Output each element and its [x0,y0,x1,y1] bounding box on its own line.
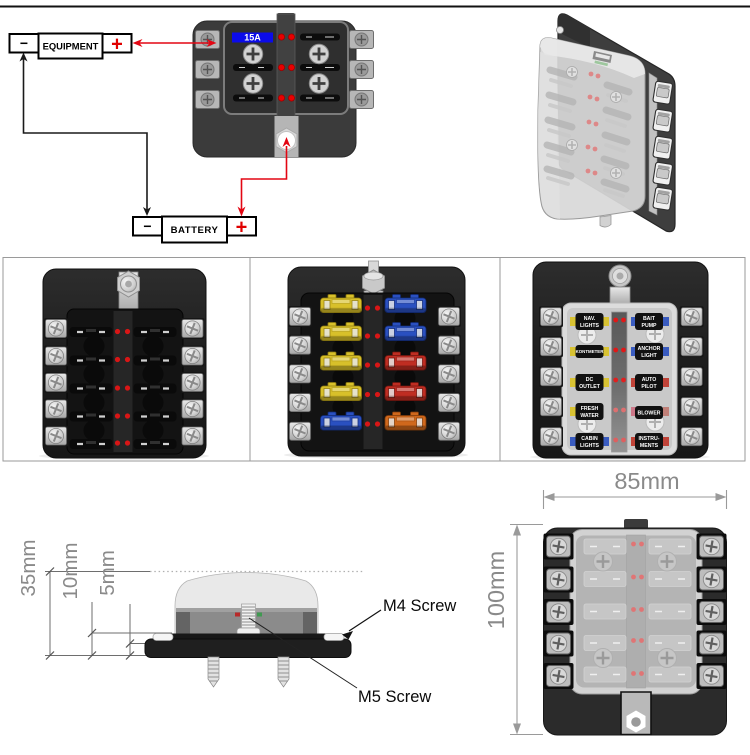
svg-text:AUTO: AUTO [642,377,657,383]
svg-text:LIGHT: LIGHT [641,353,657,359]
svg-text:+: + [236,217,248,239]
svg-text:+: + [111,34,123,56]
svg-text:LIGHTS: LIGHTS [580,323,600,329]
svg-text:10mm: 10mm [59,543,82,600]
svg-text:−: − [20,35,28,51]
svg-text:CABIN: CABIN [581,436,598,442]
svg-text:PILOT: PILOT [641,384,657,390]
svg-text:−: − [143,218,151,234]
svg-text:EQUIPMENT: EQUIPMENT [43,41,99,52]
svg-text:5mm: 5mm [96,550,119,596]
svg-text:BAIT: BAIT [643,316,656,322]
svg-text:15A: 15A [244,33,261,43]
svg-text:WATER: WATER [580,413,599,419]
svg-text:BLOWER: BLOWER [637,411,660,417]
svg-text:KONTMETER: KONTMETER [576,349,605,354]
svg-text:100mm: 100mm [483,551,509,629]
svg-text:NAV.: NAV. [584,316,596,322]
svg-text:OUTLET: OUTLET [579,384,601,390]
svg-text:M4 Screw: M4 Screw [383,597,456,615]
svg-text:85mm: 85mm [614,468,679,494]
svg-text:ANCHOR: ANCHOR [638,346,661,352]
svg-text:INSTRU-: INSTRU- [638,436,659,442]
svg-text:FRESH: FRESH [581,406,599,412]
svg-text:DC: DC [586,377,594,383]
svg-text:MENTS: MENTS [640,443,659,449]
svg-text:BATTERY: BATTERY [171,225,219,236]
svg-text:LIGHTS: LIGHTS [580,443,600,449]
svg-text:M5 Screw: M5 Screw [358,688,431,706]
svg-text:PUMP: PUMP [642,323,658,329]
svg-text:35mm: 35mm [17,540,40,597]
